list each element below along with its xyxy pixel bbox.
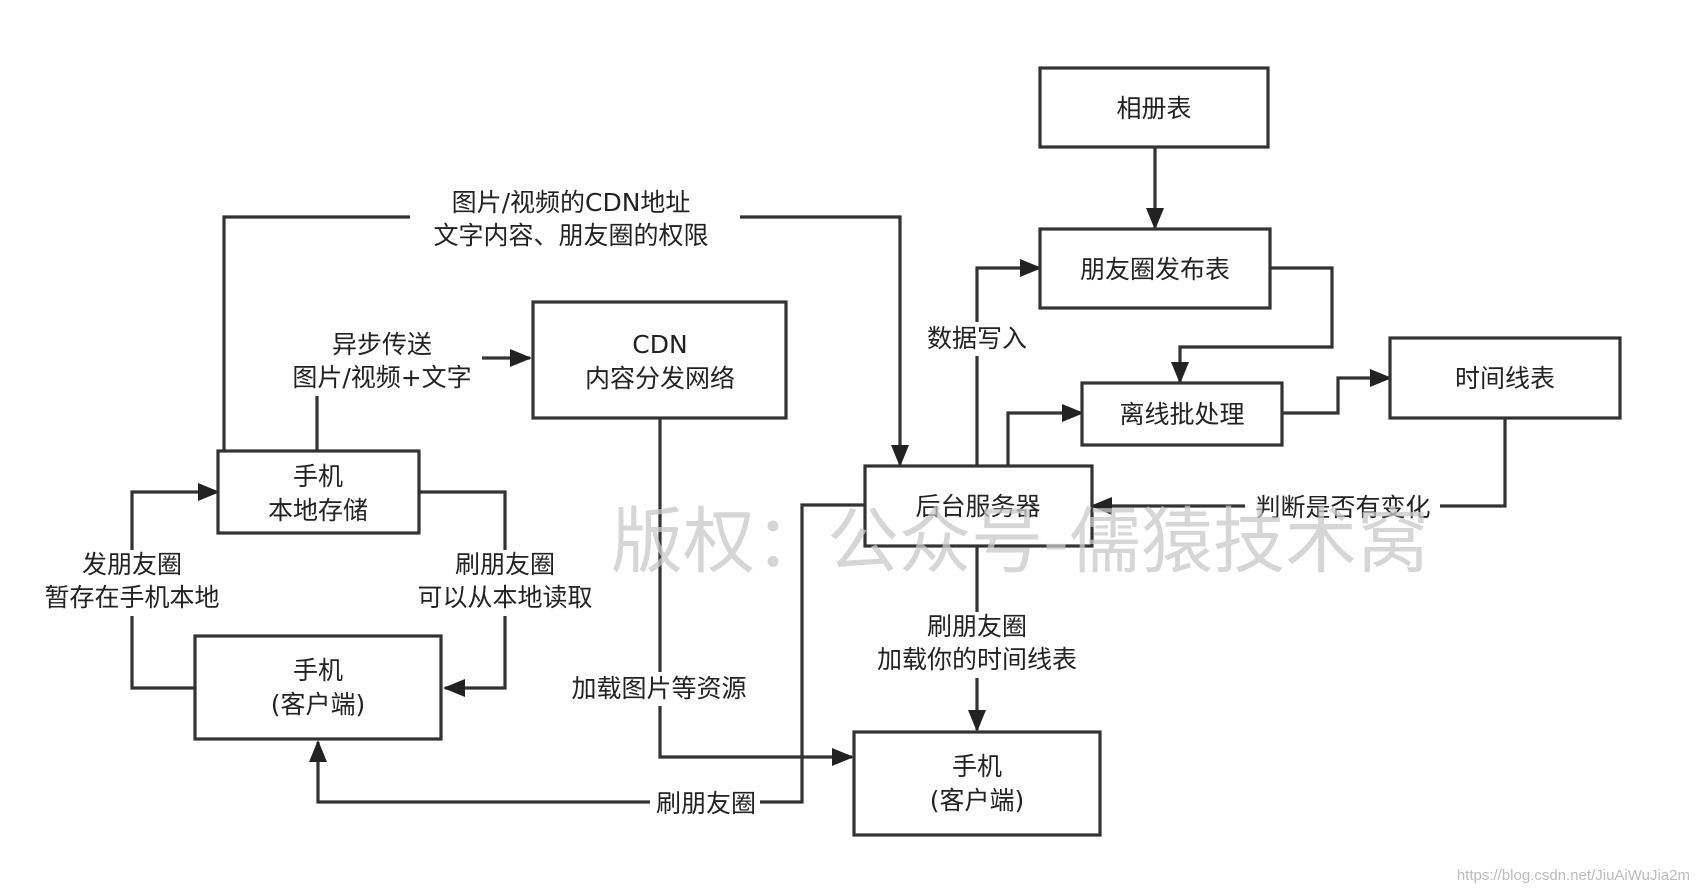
phone-client-left-label-line2: (客户端) bbox=[271, 690, 366, 719]
edge-server-to-left-client bbox=[309, 503, 865, 804]
source-url-text: https://blog.csdn.net/JiuAiWuJia2m bbox=[1457, 867, 1690, 884]
cdn-label-line2: 内容分发网络 bbox=[585, 364, 735, 393]
offline-batch-label: 离线批处理 bbox=[1119, 400, 1244, 429]
cdn-address-label-line1: 图片/视频的CDN地址 bbox=[452, 188, 691, 217]
node-offline-batch: 离线批处理 bbox=[1080, 381, 1284, 447]
refresh-local-label-line2: 可以从本地读取 bbox=[417, 583, 592, 612]
refresh-timeline-label-line2: 加载你的时间线表 bbox=[877, 645, 1077, 674]
edge-server-to-publish bbox=[975, 259, 1042, 465]
phone-storage-label-line1: 手机 bbox=[293, 462, 343, 491]
edge-cdn-to-right-client bbox=[658, 418, 854, 766]
data-write-label: 数据写入 bbox=[927, 324, 1027, 353]
phone-client-left-label-line1: 手机 bbox=[293, 656, 343, 685]
backend-server-label: 后台服务器 bbox=[915, 492, 1040, 521]
phone-client-right-label-line2: (客户端) bbox=[930, 786, 1025, 815]
post-moment-label-line1: 发朋友圈 bbox=[82, 550, 182, 579]
cdn-address-label-line2: 文字内容、朋友圈的权限 bbox=[433, 221, 708, 250]
refresh-moments-label: 刷朋友圈 bbox=[656, 789, 756, 818]
edge-offline-to-timeline bbox=[1282, 369, 1392, 415]
async-send-label-line1: 异步传送 bbox=[332, 330, 432, 359]
judge-change-label: 判断是否有变化 bbox=[1255, 493, 1430, 522]
post-moment-label-line2: 暂存在手机本地 bbox=[44, 583, 219, 612]
refresh-local-label-line1: 刷朋友圈 bbox=[455, 550, 555, 579]
node-backend-server: 后台服务器 bbox=[863, 464, 1094, 548]
node-cdn: CDN 内容分发网络 bbox=[531, 300, 788, 420]
node-phone-local-storage: 手机 本地存储 bbox=[216, 449, 421, 535]
phone-client-right-label-line1: 手机 bbox=[952, 752, 1002, 781]
edge-timeline-to-server bbox=[1090, 418, 1507, 515]
node-album-table: 相册表 bbox=[1038, 66, 1270, 149]
refresh-timeline-label-line1: 刷朋友圈 bbox=[927, 612, 1027, 641]
phone-storage-label-line2: 本地存储 bbox=[268, 496, 368, 525]
watermark-text: 版权：公众号-儒猿技术窝 bbox=[611, 500, 1429, 584]
moments-publish-table-label: 朋友圈发布表 bbox=[1080, 255, 1230, 284]
load-resources-label: 加载图片等资源 bbox=[571, 674, 746, 703]
timeline-table-label: 时间线表 bbox=[1455, 364, 1555, 393]
async-send-label-line2: 图片/视频+文字 bbox=[292, 363, 471, 392]
node-phone-client-right: 手机 (客户端) bbox=[852, 730, 1102, 837]
edge-server-to-offline bbox=[1006, 404, 1084, 465]
edge-publish-to-offline bbox=[1171, 266, 1334, 384]
cdn-label-line1: CDN bbox=[632, 330, 687, 359]
node-moments-publish-table: 朋友圈发布表 bbox=[1038, 227, 1272, 310]
album-table-label: 相册表 bbox=[1116, 94, 1191, 123]
node-timeline-table: 时间线表 bbox=[1388, 336, 1622, 420]
node-phone-client-left: 手机 (客户端) bbox=[193, 634, 443, 741]
